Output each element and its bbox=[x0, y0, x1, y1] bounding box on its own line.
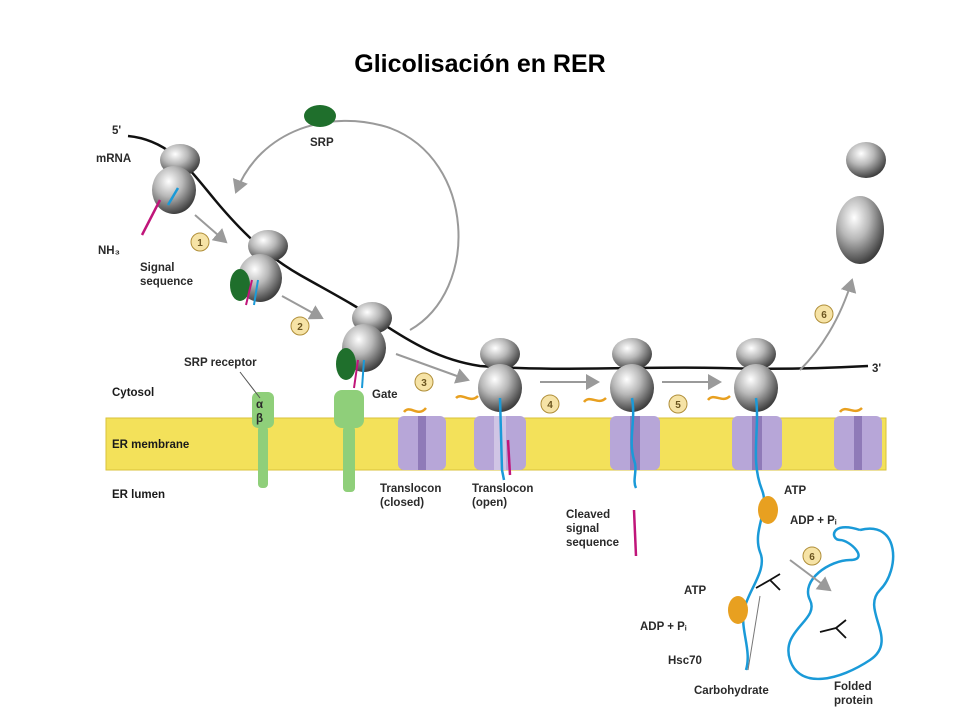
beta-label: β bbox=[256, 413, 263, 425]
cytosol-label: Cytosol bbox=[112, 387, 154, 399]
translocon-1-closed bbox=[398, 416, 446, 470]
step-arrow-3 bbox=[395, 353, 470, 384]
er-lumen-label: ER lumen bbox=[112, 489, 165, 501]
translocon-closed-label-2: (closed) bbox=[380, 497, 424, 509]
step-4: 4 bbox=[540, 394, 560, 414]
carbohydrate-label: Carbohydrate bbox=[694, 685, 769, 697]
folded-protein-label-1: Folded bbox=[834, 681, 872, 693]
hsc70-top bbox=[758, 496, 778, 524]
signal-sequence-label-2: sequence bbox=[140, 276, 193, 288]
step-1: 1 bbox=[190, 232, 210, 252]
srp-receptor-label: SRP receptor bbox=[184, 357, 257, 369]
ribosome-1 bbox=[152, 144, 200, 214]
gate-1 bbox=[403, 407, 427, 413]
gate-5 bbox=[839, 407, 863, 413]
alpha-label: α bbox=[256, 399, 263, 411]
gate-3 bbox=[583, 397, 607, 403]
folded-protein-label-2: protein bbox=[834, 695, 873, 707]
step-arrow-6-fold bbox=[789, 559, 832, 592]
cleaved-signal-label-1: Cleaved bbox=[566, 509, 610, 521]
nascent-chain-4 bbox=[498, 397, 506, 481]
svg-text:6: 6 bbox=[821, 310, 827, 321]
adp-top-label: ADP + Pᵢ bbox=[790, 515, 837, 527]
srp-label: SRP bbox=[310, 137, 334, 149]
step-5: 5 bbox=[668, 394, 688, 414]
svg-text:5: 5 bbox=[675, 400, 681, 411]
hsc70-bottom bbox=[728, 596, 748, 624]
svg-text:3: 3 bbox=[421, 378, 427, 389]
step-arrow-2 bbox=[281, 295, 324, 320]
page-title: Glicolisación en RER bbox=[354, 50, 606, 78]
hsc70-label: Hsc70 bbox=[668, 655, 702, 667]
folded-protein bbox=[787, 526, 895, 681]
svg-text:6: 6 bbox=[809, 552, 815, 563]
signal-in-translocon bbox=[506, 439, 512, 476]
ribosome-6 bbox=[734, 338, 778, 412]
gate-4 bbox=[707, 395, 731, 401]
srp-particle bbox=[304, 105, 336, 127]
gate-label: Gate bbox=[372, 389, 398, 401]
srp-recycle-arrow bbox=[232, 119, 460, 331]
cleaved-signal-label-3: sequence bbox=[566, 537, 619, 549]
mrna-label: mRNA bbox=[96, 153, 131, 165]
three-prime-label: 3' bbox=[872, 363, 881, 375]
mrna-strand bbox=[127, 134, 869, 371]
carbohydrate-2 bbox=[819, 619, 847, 639]
cleaved-signal-sequence bbox=[632, 509, 638, 557]
ribosome-3 bbox=[336, 302, 392, 389]
gate-2 bbox=[455, 395, 479, 401]
ribosome-5 bbox=[610, 338, 654, 412]
step-arrow-6-release bbox=[799, 278, 857, 371]
signal-sequence-label-1: Signal bbox=[140, 262, 175, 274]
cleaved-signal-label-2: signal bbox=[566, 523, 599, 535]
released-ribosome bbox=[836, 142, 886, 264]
signal-sequence-1 bbox=[140, 199, 162, 236]
step-2: 2 bbox=[290, 316, 310, 336]
translocon-open-label-2: (open) bbox=[472, 497, 507, 509]
step-arrow-1 bbox=[194, 214, 228, 244]
translocon-closed-label-1: Translocon bbox=[380, 483, 441, 495]
atp-top-label: ATP bbox=[784, 485, 806, 497]
ribosome-4 bbox=[478, 338, 522, 412]
er-membrane-label: ER membrane bbox=[112, 439, 189, 451]
lumen-polypeptide bbox=[741, 397, 766, 671]
svg-text:4: 4 bbox=[547, 400, 553, 411]
atp-bottom-label: ATP bbox=[684, 585, 706, 597]
translocon-3 bbox=[610, 416, 660, 470]
nh3-label: NH₃ bbox=[98, 245, 120, 257]
svg-text:2: 2 bbox=[297, 322, 303, 333]
carbohydrate-leader bbox=[747, 595, 761, 671]
ribosome-2 bbox=[230, 230, 288, 306]
step-6-fold: 6 bbox=[802, 546, 822, 566]
srp-receptor-1 bbox=[252, 392, 274, 488]
srp-receptor-2 bbox=[334, 390, 364, 492]
svg-text:1: 1 bbox=[197, 238, 203, 249]
adp-bottom-label: ADP + Pᵢ bbox=[640, 621, 687, 633]
step-3: 3 bbox=[414, 372, 434, 392]
translocon-5-closed bbox=[834, 416, 882, 470]
five-prime-label: 5' bbox=[112, 125, 121, 137]
srp-receptor-leader bbox=[239, 371, 261, 399]
step-6-release: 6 bbox=[814, 304, 834, 324]
translocon-open-label-1: Translocon bbox=[472, 483, 533, 495]
carbohydrate-1 bbox=[755, 573, 781, 591]
nascent-chain-5 bbox=[630, 397, 638, 489]
